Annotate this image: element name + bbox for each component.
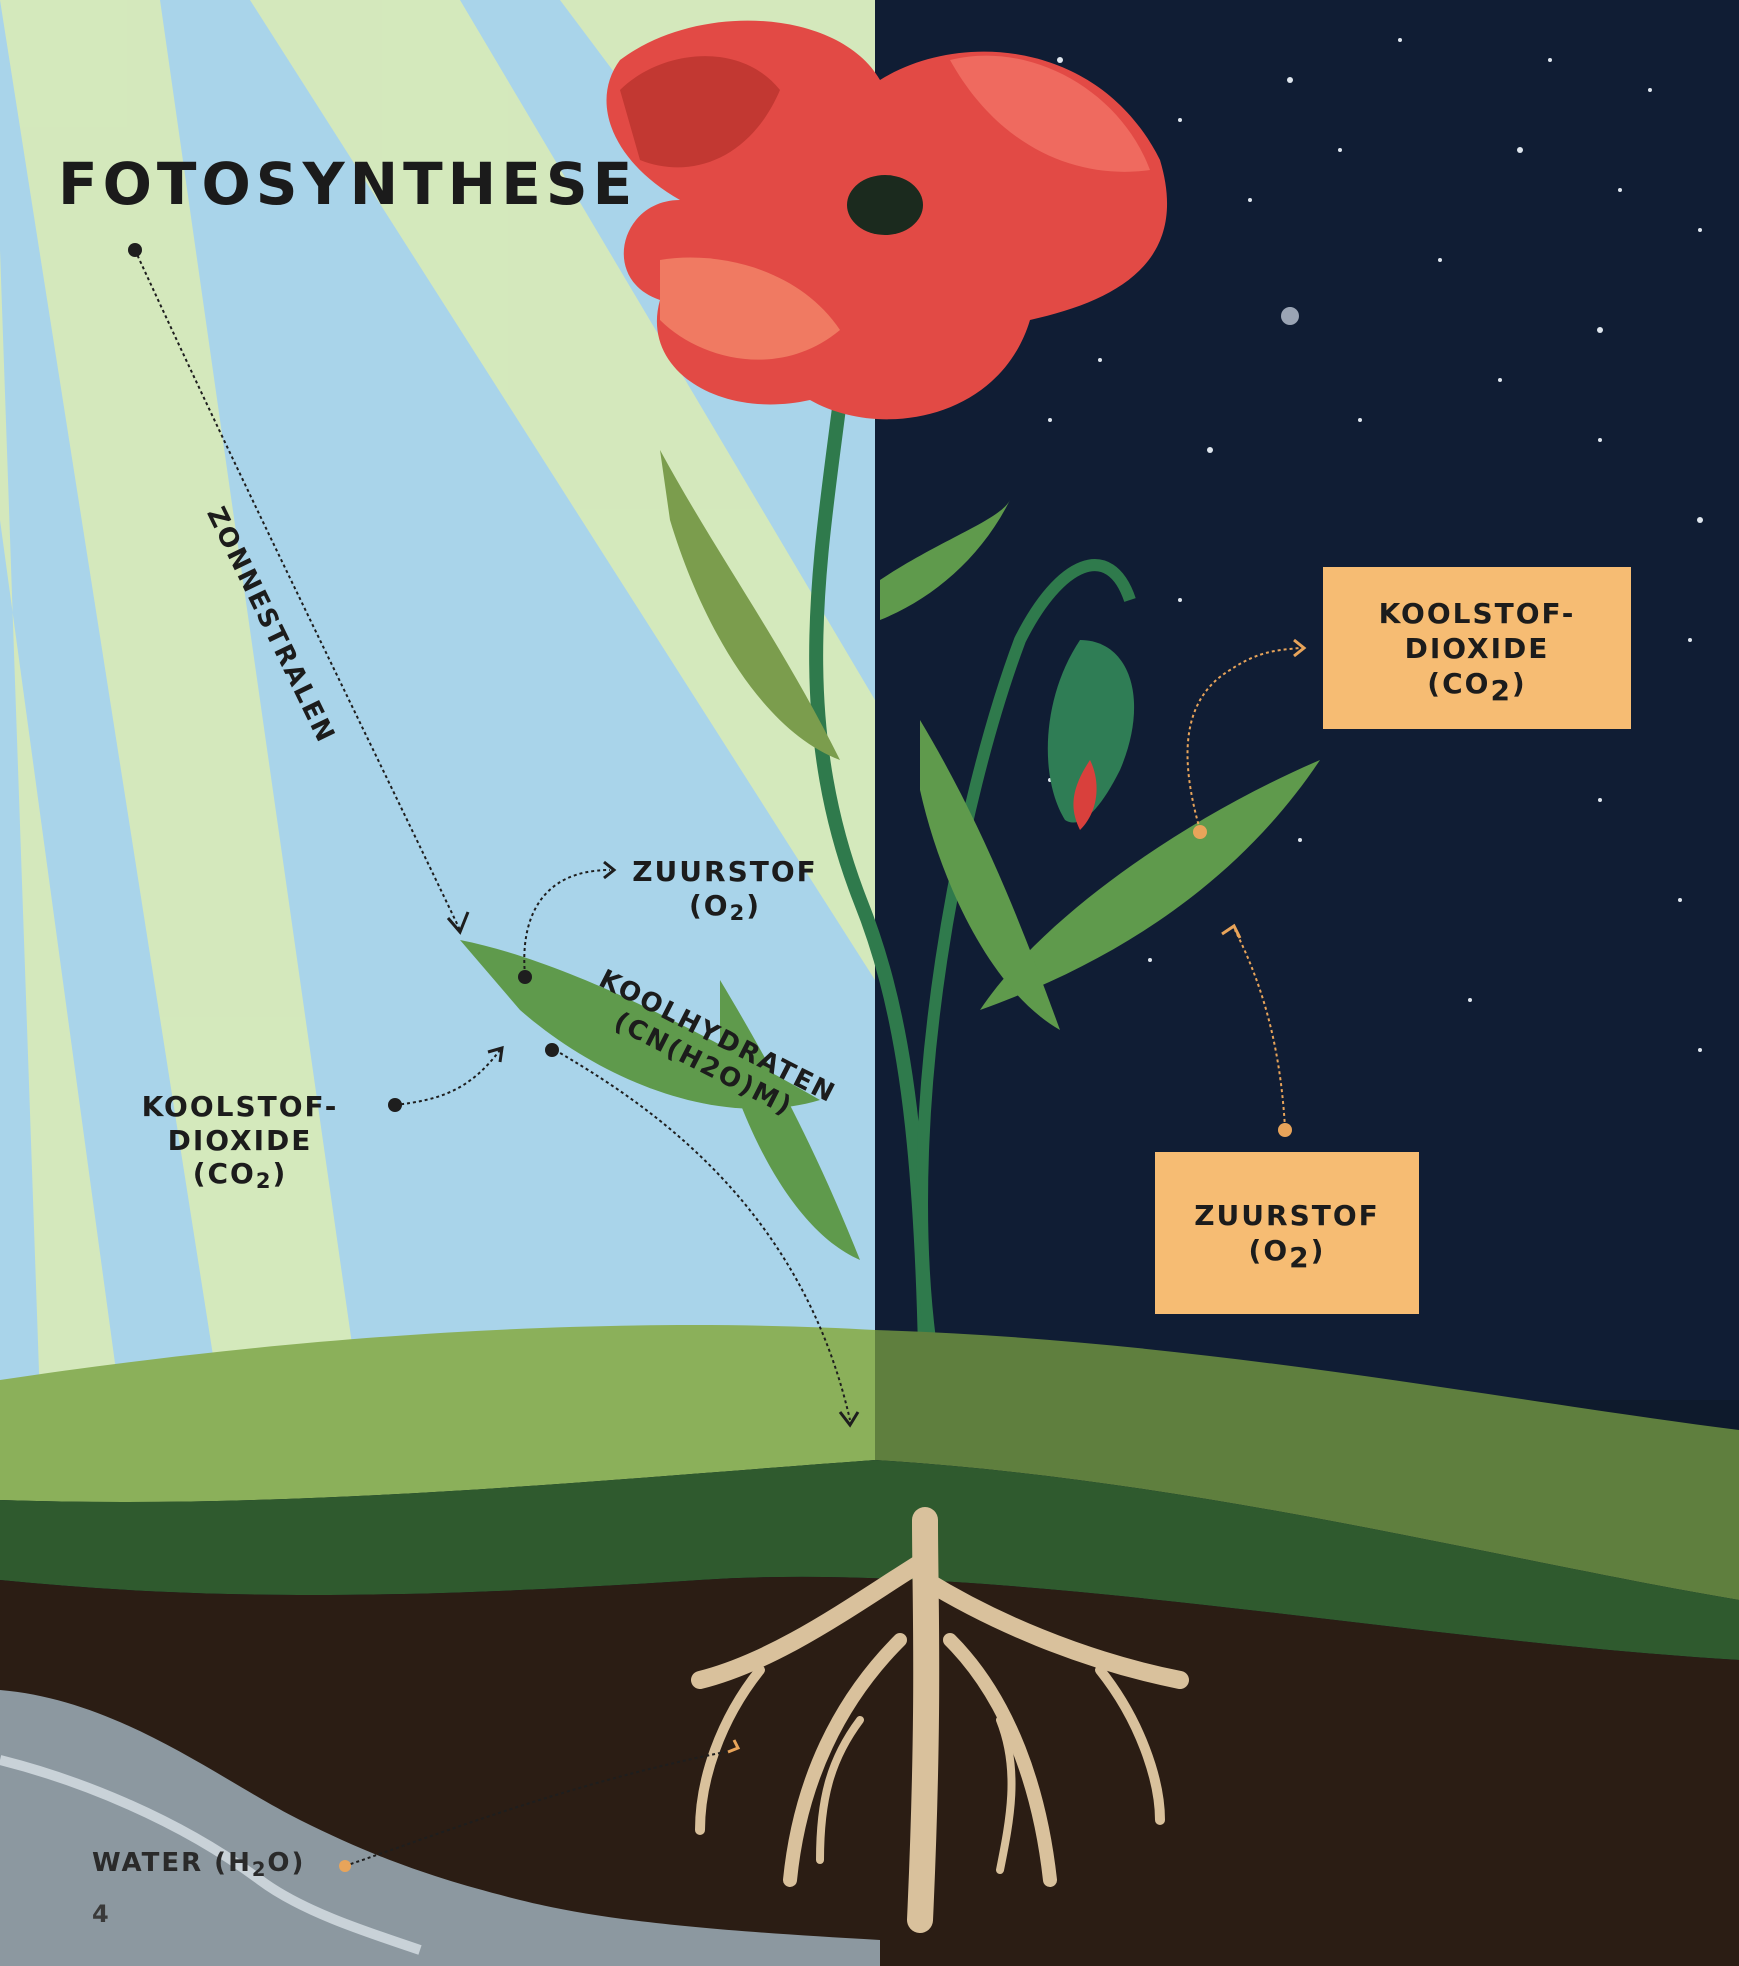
- water-name: WATER (H: [92, 1848, 252, 1878]
- box-o2-subscript: 2: [1289, 1241, 1310, 1274]
- co2-day-name-1: KOOLSTOF-: [142, 1090, 339, 1123]
- box-co2-name-2: DIOXIDE: [1405, 631, 1550, 666]
- zuurstof-day-formula: (O: [689, 889, 730, 922]
- page-number: 4: [92, 1900, 132, 1929]
- box-o2-night: ZUURSTOF (O2): [1155, 1152, 1419, 1314]
- co2-day-formula: (CO: [193, 1157, 256, 1190]
- box-co2-night: KOOLSTOF- DIOXIDE (CO2): [1323, 567, 1631, 729]
- box-co2-name-1: KOOLSTOF-: [1379, 596, 1576, 631]
- co2-day-name-2: DIOXIDE: [168, 1124, 313, 1157]
- water-close: O): [267, 1848, 305, 1878]
- zuurstof-day-subscript: 2: [730, 901, 747, 925]
- co2-day-formula-close: ): [272, 1157, 287, 1190]
- co2-day-subscript: 2: [256, 1169, 273, 1193]
- label-co2-day: KOOLSTOF- DIOXIDE (CO2): [110, 1090, 370, 1191]
- box-co2-subscript: 2: [1490, 674, 1511, 707]
- label-zuurstof-day: ZUURSTOF (O2): [620, 855, 830, 922]
- zuurstof-day-formula-close: ): [746, 889, 761, 922]
- box-o2-formula-open: (O: [1249, 1234, 1290, 1267]
- label-water: WATER (H2O): [92, 1848, 332, 1879]
- box-co2-formula: (CO2): [1427, 666, 1526, 701]
- page-title: FOTOSYNTHESE: [58, 150, 637, 218]
- box-co2-formula-open: (CO: [1427, 667, 1490, 700]
- water-subscript: 2: [252, 1858, 268, 1881]
- box-o2-formula: (O2): [1249, 1233, 1326, 1268]
- box-o2-formula-close: ): [1311, 1234, 1326, 1267]
- zuurstof-day-name: ZUURSTOF: [632, 855, 818, 888]
- box-co2-formula-close: ): [1512, 667, 1527, 700]
- box-o2-name: ZUURSTOF: [1194, 1198, 1380, 1233]
